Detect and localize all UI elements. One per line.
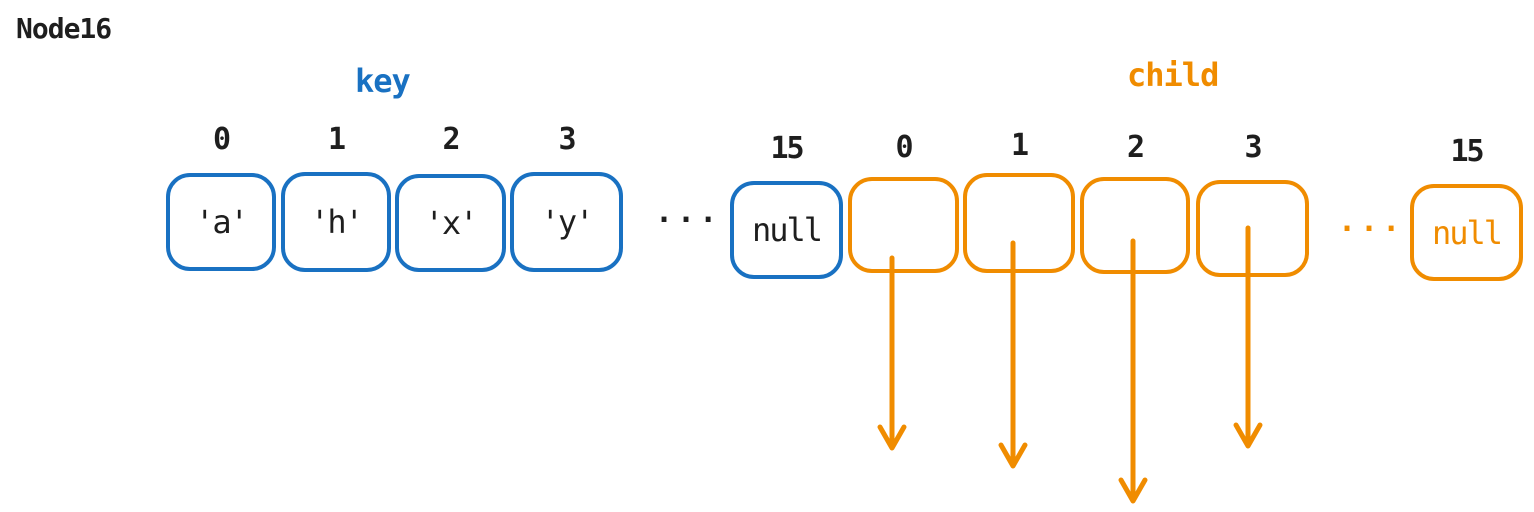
child-index-2: 2 xyxy=(1126,130,1145,165)
child-index-3: 3 xyxy=(1244,130,1262,165)
child-cell-2 xyxy=(1080,177,1190,274)
child-pointer-arrow-1 xyxy=(998,240,1028,469)
child-cell-3 xyxy=(1196,180,1309,277)
child-pointer-arrow-0 xyxy=(877,255,907,451)
key-cell-3: 'y' xyxy=(510,172,623,272)
child-index-1: 1 xyxy=(1010,128,1029,163)
key-index-0: 0 xyxy=(212,122,231,157)
key-index-2: 2 xyxy=(442,122,460,157)
key-cell-2-value: 'x' xyxy=(424,204,479,242)
key-cell-15: null xyxy=(730,181,843,279)
child-cell-15-value: null xyxy=(1431,213,1503,252)
diagram-title: Node16 xyxy=(16,12,112,45)
key-ellipsis: ··· xyxy=(655,203,722,238)
child-index-0: 0 xyxy=(895,130,913,165)
child-array-label: child xyxy=(1127,56,1219,94)
child-cell-15: null xyxy=(1410,184,1523,281)
child-cell-1 xyxy=(963,173,1075,273)
key-index-3: 3 xyxy=(558,122,576,157)
child-pointer-arrow-2 xyxy=(1118,238,1148,504)
key-cell-3-value: 'y' xyxy=(540,203,595,241)
key-cell-1: 'h' xyxy=(281,172,391,272)
key-cell-1-value: 'h' xyxy=(310,203,364,241)
child-ellipsis: ··· xyxy=(1338,212,1405,247)
key-cell-2: 'x' xyxy=(395,174,506,272)
key-index-15: 15 xyxy=(770,131,804,166)
child-cell-0 xyxy=(848,177,959,273)
key-cell-0-value: 'a' xyxy=(195,203,249,241)
child-index-15: 15 xyxy=(1450,134,1484,169)
key-cell-0: 'a' xyxy=(166,173,276,271)
key-array-label: key xyxy=(355,62,411,100)
key-cell-15-value: null xyxy=(751,211,823,249)
key-index-1: 1 xyxy=(327,122,346,157)
